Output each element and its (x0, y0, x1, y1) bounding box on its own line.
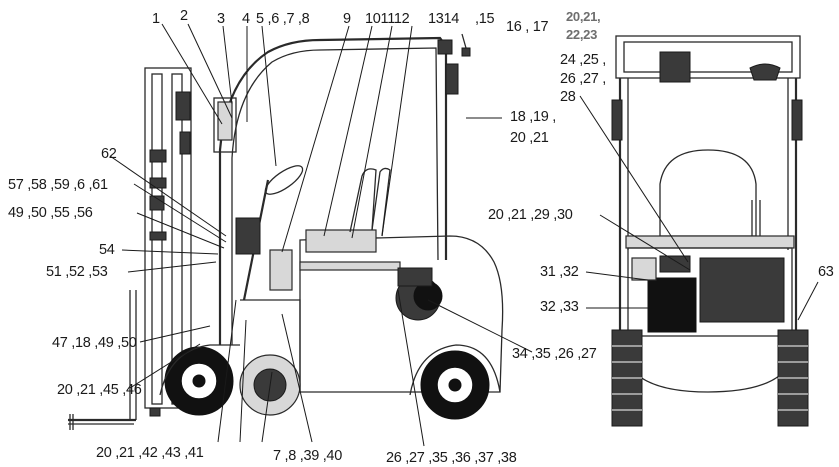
callout-63: 63 (818, 264, 834, 280)
callout-4: 4 (242, 11, 250, 27)
callout-16-17: 16 , 17 (506, 19, 549, 35)
callout-3: 3 (217, 11, 225, 27)
callout-5-8: 5 ,6 ,7 ,8 (256, 11, 310, 27)
callout-18-19: 18 ,19 , (510, 109, 556, 125)
callout-20-21-45-46: 20 ,21 ,45 ,46 (57, 382, 142, 398)
callout-15: ,15 (475, 11, 495, 27)
mast (144, 67, 192, 417)
callout-20-21-42-43-41: 20 ,21 ,42 ,43 ,41 (96, 445, 204, 461)
front-wheel (164, 346, 234, 416)
callout-26-38: 26 ,27 ,35 ,36 ,37 ,38 (386, 450, 517, 466)
callout-10-12: 101112 (365, 11, 410, 27)
rear-view-forklift (611, 35, 809, 427)
overhead-guard (213, 33, 471, 345)
callout-22-23: 22,23 (566, 27, 598, 42)
callout-32-33: 32 ,33 (540, 299, 579, 315)
callout-31-32: 31 ,32 (540, 264, 579, 280)
callout-62: 62 (101, 146, 117, 162)
callout-9: 9 (343, 11, 351, 27)
callout-24-25: 24 ,25 , (560, 52, 606, 68)
callout-34-27: 34 ,35 ,26 ,27 (512, 346, 597, 362)
callout-20-21-side: 20 ,21 (510, 130, 549, 146)
callout-57-61: 57 ,58 ,59 ,6 ,61 (8, 177, 108, 193)
callout-20-21-top: 20,21, (566, 9, 601, 24)
steering-column (235, 165, 304, 301)
callout-47-50: 47 ,18 ,49 ,50 (52, 335, 137, 351)
callout-20-21-29-30: 20 ,21 ,29 ,30 (488, 207, 573, 223)
rear-wheel (420, 350, 490, 420)
drive-unit (395, 267, 443, 321)
callout-13-14: 1314 (428, 11, 460, 27)
truck-body (240, 167, 504, 393)
callout-26-27-top: 26 ,27 , (560, 71, 606, 87)
fork (68, 290, 137, 430)
callout-7-8-39-40: 7 ,8 ,39 ,40 (273, 448, 342, 464)
callout-51-53: 51 ,52 ,53 (46, 264, 108, 280)
callout-54: 54 (99, 242, 115, 258)
callout-2: 2 (180, 8, 188, 24)
leader-lines (109, 23, 819, 447)
side-view-forklift (68, 33, 504, 430)
callout-49-56: 49 ,50 ,55 ,56 (8, 205, 93, 221)
callout-1: 1 (152, 11, 160, 27)
callout-28: 28 (560, 89, 576, 105)
